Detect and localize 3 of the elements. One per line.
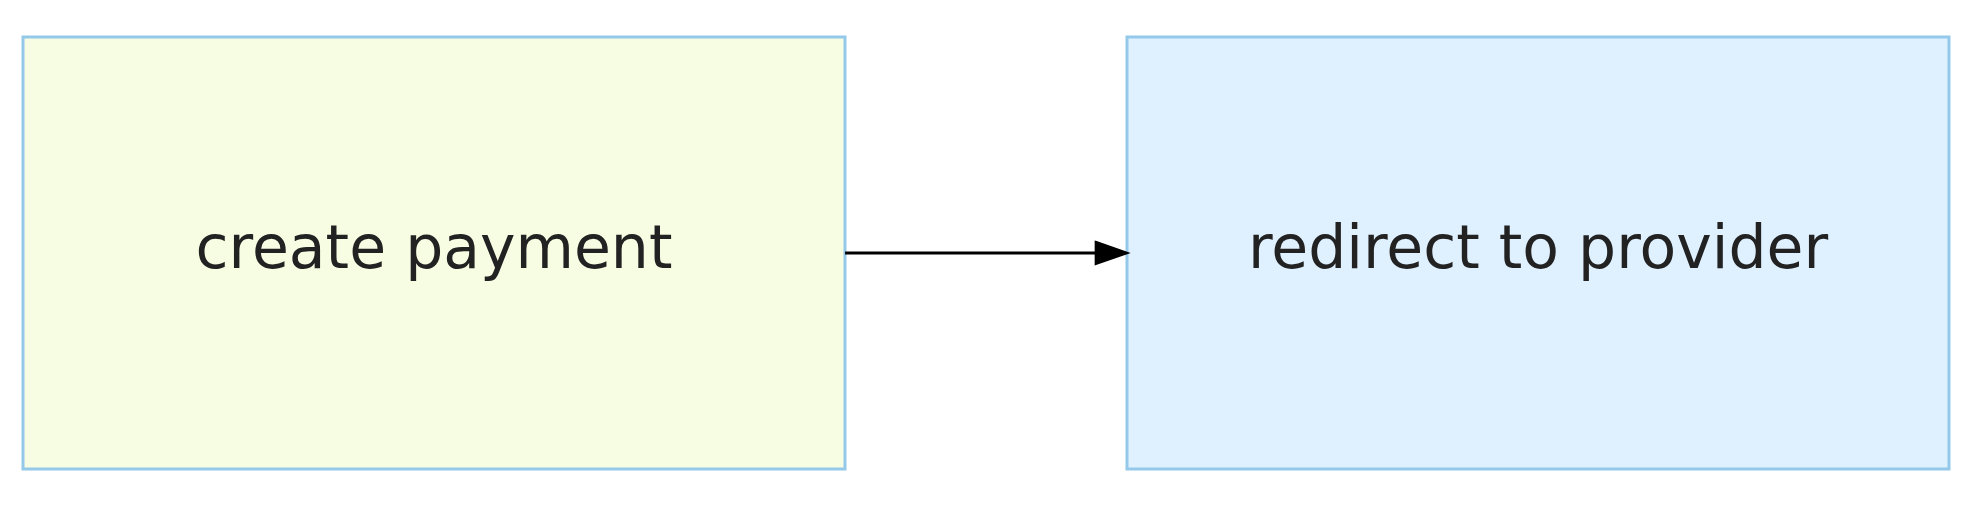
arrow <box>845 240 1131 266</box>
node-box: create payment <box>21 35 847 471</box>
node-box: redirect to provider <box>1125 35 1951 471</box>
